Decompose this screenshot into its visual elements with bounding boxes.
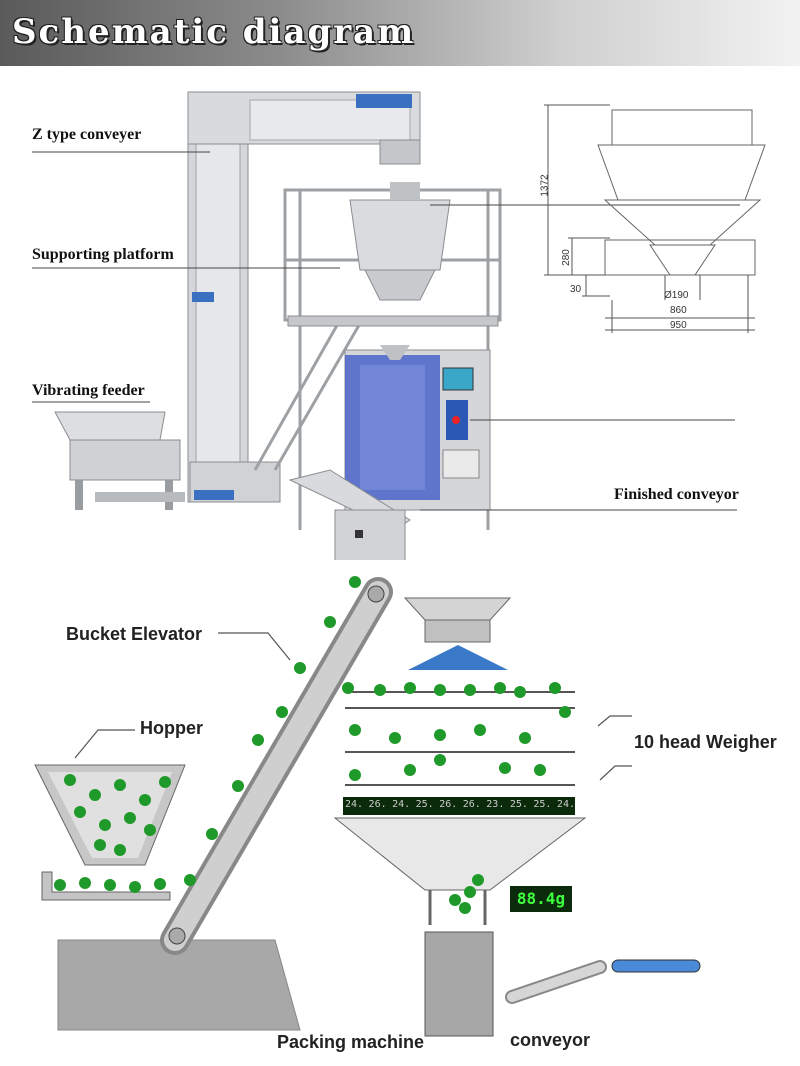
green-ball	[349, 769, 361, 781]
weight-value: 25.	[509, 799, 528, 810]
green-ball	[349, 576, 361, 588]
z-conveyer-shape	[187, 91, 421, 503]
green-ball	[434, 754, 446, 766]
green-ball	[154, 878, 166, 890]
base-slab	[57, 939, 301, 1031]
weight-value: 23.	[486, 799, 505, 810]
green-ball	[519, 732, 531, 744]
green-ball	[206, 828, 218, 840]
weight-value: 26.	[462, 799, 481, 810]
green-ball	[54, 879, 66, 891]
green-ball	[139, 794, 151, 806]
label-z-type-conveyer: Z type conveyer	[32, 126, 142, 143]
green-ball	[129, 881, 141, 893]
green-ball	[472, 874, 484, 886]
packing-cylinder	[424, 931, 494, 1037]
weight-value: 24.	[392, 799, 411, 810]
label-10-head-weigher: 10 head Weigher	[634, 732, 777, 752]
green-ball	[474, 724, 486, 736]
green-ball	[64, 774, 76, 786]
green-ball	[404, 764, 416, 776]
dim-height-total: 1372	[539, 174, 551, 197]
green-ball	[114, 844, 126, 856]
packing-machine-shape	[344, 345, 491, 511]
dim-height-base: 30	[570, 284, 582, 295]
green-ball	[459, 902, 471, 914]
dim-width-outer: 950	[670, 320, 687, 331]
green-ball	[324, 616, 336, 628]
green-ball	[389, 732, 401, 744]
green-ball	[144, 824, 156, 836]
green-ball	[559, 706, 571, 718]
green-ball	[349, 724, 361, 736]
green-ball	[104, 879, 116, 891]
weight-value: 25.	[533, 799, 552, 810]
label-conveyor: conveyor	[510, 1030, 591, 1050]
green-ball	[404, 682, 416, 694]
tech-drawing	[544, 104, 766, 333]
green-ball	[99, 819, 111, 831]
green-ball	[534, 764, 546, 776]
green-ball	[276, 706, 288, 718]
green-ball	[232, 780, 244, 792]
green-ball	[449, 894, 461, 906]
green-ball	[514, 686, 526, 698]
green-ball	[184, 874, 196, 886]
result-weight-display: 88.4g	[510, 886, 572, 912]
green-ball	[252, 734, 264, 746]
dim-height-lower: 280	[560, 249, 572, 266]
green-ball	[464, 886, 476, 898]
page-title: Schematic diagram	[12, 12, 416, 52]
label-bucket-elevator: Bucket Elevator	[66, 624, 203, 644]
green-ball	[89, 789, 101, 801]
green-ball	[342, 682, 354, 694]
label-vibrating-feeder: Vibrating feeder	[32, 382, 145, 399]
green-ball	[114, 779, 126, 791]
weight-value: 26.	[368, 799, 387, 810]
vibrating-feeder-shape	[54, 411, 185, 510]
green-ball	[94, 839, 106, 851]
label-finished-conveyor: Finished conveyor	[614, 486, 739, 503]
title-bar: Schematic diagram	[0, 0, 800, 66]
label-supporting-platform: Supporting platform	[32, 246, 174, 263]
weight-value: 25.	[415, 799, 434, 810]
hopper-shape	[34, 764, 186, 901]
green-ball	[494, 682, 506, 694]
green-ball	[549, 682, 561, 694]
dim-width-inner: 860	[670, 305, 687, 316]
finished-conveyor-shape	[288, 469, 411, 560]
weigher-top-shape	[403, 597, 512, 670]
weigher-buckets	[345, 691, 575, 786]
green-ball	[374, 684, 386, 696]
green-ball	[499, 762, 511, 774]
weights-row: 24. 26. 24. 25. 26. 26. 23. 25. 25. 24.	[345, 799, 575, 813]
label-packing-machine: Packing machine	[277, 1032, 425, 1052]
weight-value: 24.	[345, 799, 364, 810]
dim-outlet-dia: Ø190	[664, 290, 689, 301]
green-ball	[434, 729, 446, 741]
green-ball	[74, 806, 86, 818]
green-ball	[124, 812, 136, 824]
green-ball	[464, 684, 476, 696]
green-ball	[434, 684, 446, 696]
green-ball	[294, 662, 306, 674]
green-ball	[79, 877, 91, 889]
conveyor-shape	[505, 959, 701, 1004]
label-hopper: Hopper	[140, 718, 203, 738]
machine-illustration	[32, 91, 766, 560]
weight-value: 24.	[556, 799, 575, 810]
weight-value: 26.	[439, 799, 458, 810]
green-ball	[159, 776, 171, 788]
top-weigher-shape	[349, 182, 451, 301]
